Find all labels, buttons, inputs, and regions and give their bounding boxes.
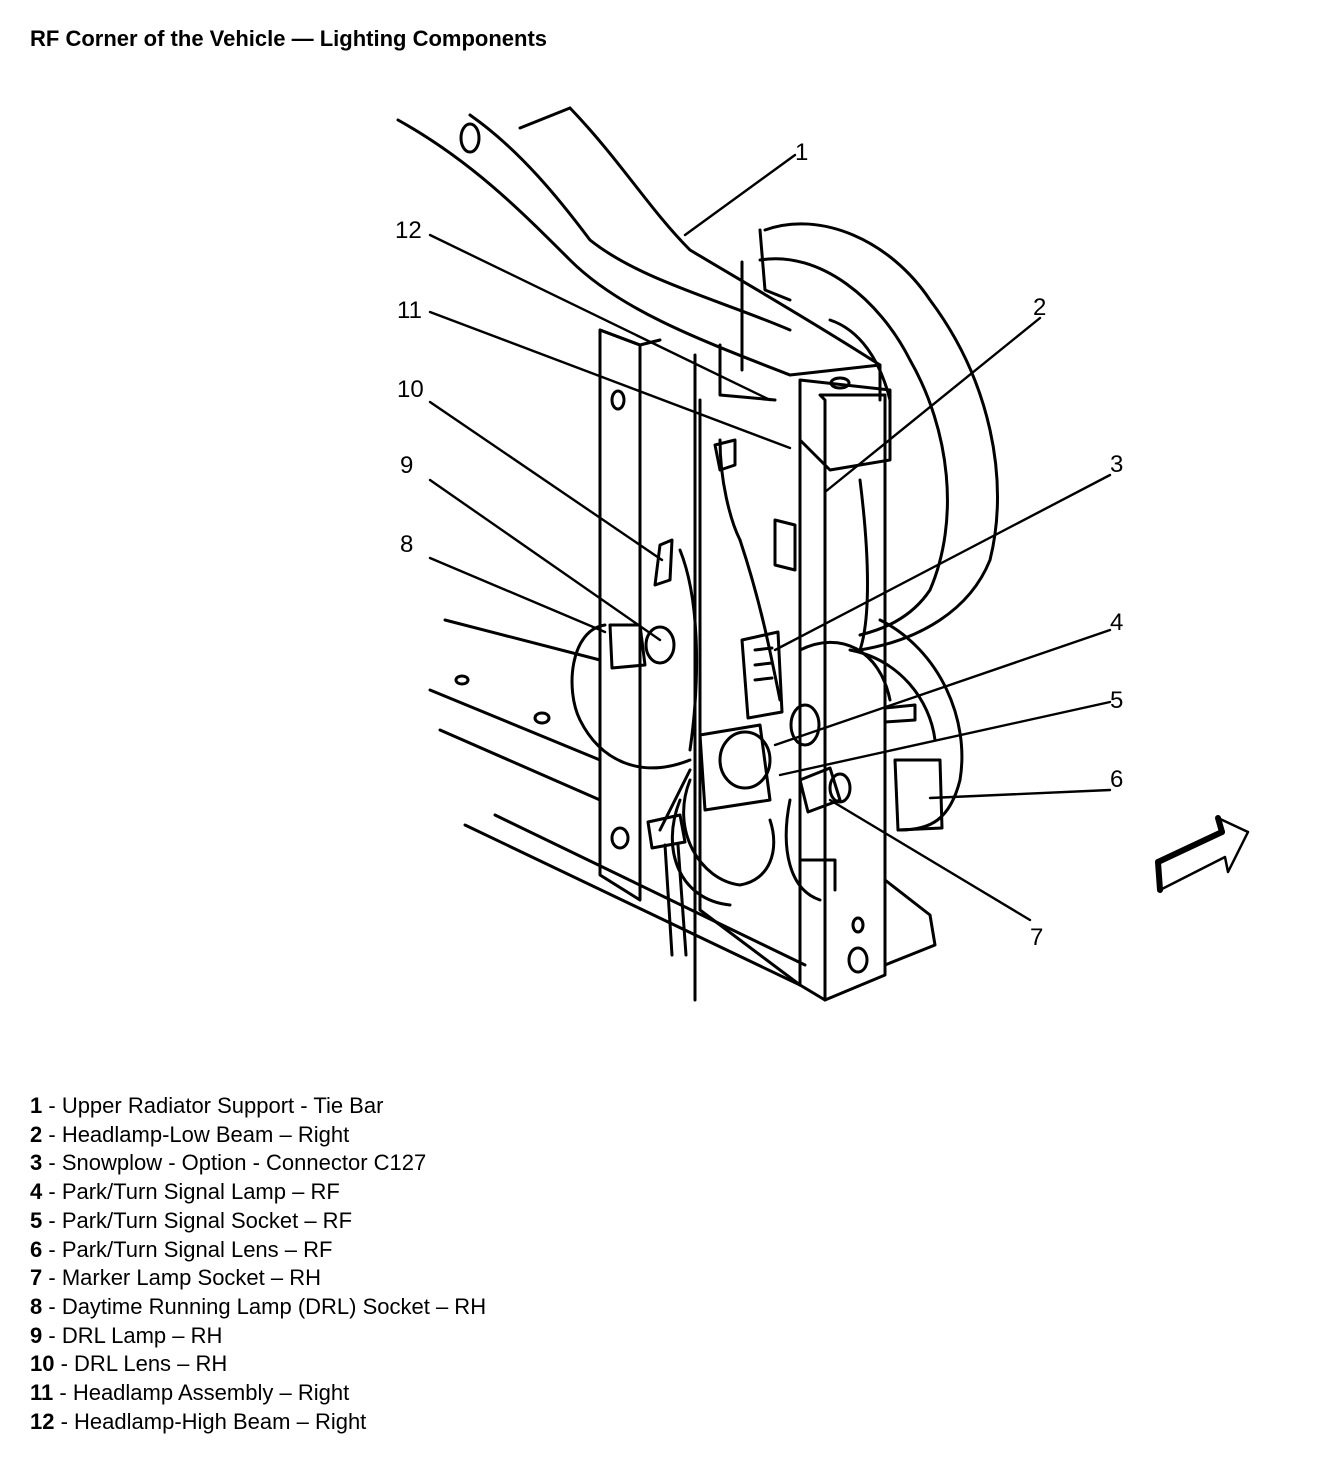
tie-bar-drawing — [396, 106, 882, 402]
callout-10: 10 — [397, 376, 424, 403]
callout-labels: 1 2 3 4 5 6 7 8 9 10 11 12 — [395, 139, 1123, 951]
callout-2: 2 — [1033, 294, 1046, 321]
callout-11: 11 — [397, 297, 422, 324]
callout-5: 5 — [1110, 687, 1123, 714]
legend-item: 11 - Headlamp Assembly – Right — [30, 1380, 350, 1406]
legend-item: 12 - Headlamp-High Beam – Right — [30, 1408, 367, 1434]
legend-item: 5 - Park/Turn Signal Socket – RF — [30, 1207, 353, 1233]
legend-item: 9 - DRL Lamp – RH — [30, 1322, 223, 1348]
legend-item: 4 - Park/Turn Signal Lamp – RF — [30, 1179, 340, 1205]
callout-6: 6 — [1110, 766, 1123, 793]
component-legend: 1 - Upper Radiator Support - Tie Bar 2 -… — [30, 1092, 486, 1436]
callout-9: 9 — [400, 452, 413, 479]
legend-item: 2 - Headlamp-Low Beam – Right — [30, 1121, 350, 1147]
front-direction-arrow-icon — [1155, 815, 1250, 893]
legend-item: 8 - Daytime Running Lamp (DRL) Socket – … — [30, 1293, 487, 1319]
page-title: RF Corner of the Vehicle — Lighting Comp… — [30, 26, 548, 51]
callout-12: 12 — [395, 217, 422, 244]
legend-item: 1 - Upper Radiator Support - Tie Bar — [30, 1093, 384, 1118]
park-lamp-housing-drawing — [798, 618, 964, 832]
lighting-components-diagram: 1 2 3 4 5 6 7 8 9 10 11 12 — [395, 106, 1250, 1002]
legend-item: 10 - DRL Lens – RH — [30, 1351, 228, 1377]
harness-drawing — [646, 768, 692, 957]
drl-wiring-drawing — [570, 438, 797, 770]
callout-1: 1 — [795, 139, 808, 166]
legend-item: 3 - Snowplow - Option - Connector C127 — [30, 1150, 427, 1176]
lower-crossmember-drawing — [428, 618, 937, 1002]
headlamp-housing-drawing — [740, 222, 999, 652]
callout-4: 4 — [1110, 609, 1123, 636]
legend-item: 7 - Marker Lamp Socket – RH — [30, 1265, 322, 1291]
callout-3: 3 — [1110, 451, 1123, 478]
callout-8: 8 — [400, 531, 413, 558]
callout-7: 7 — [1030, 924, 1043, 951]
legend-item: 6 - Park/Turn Signal Lens – RF — [30, 1236, 333, 1262]
leader-lines — [428, 153, 1112, 922]
